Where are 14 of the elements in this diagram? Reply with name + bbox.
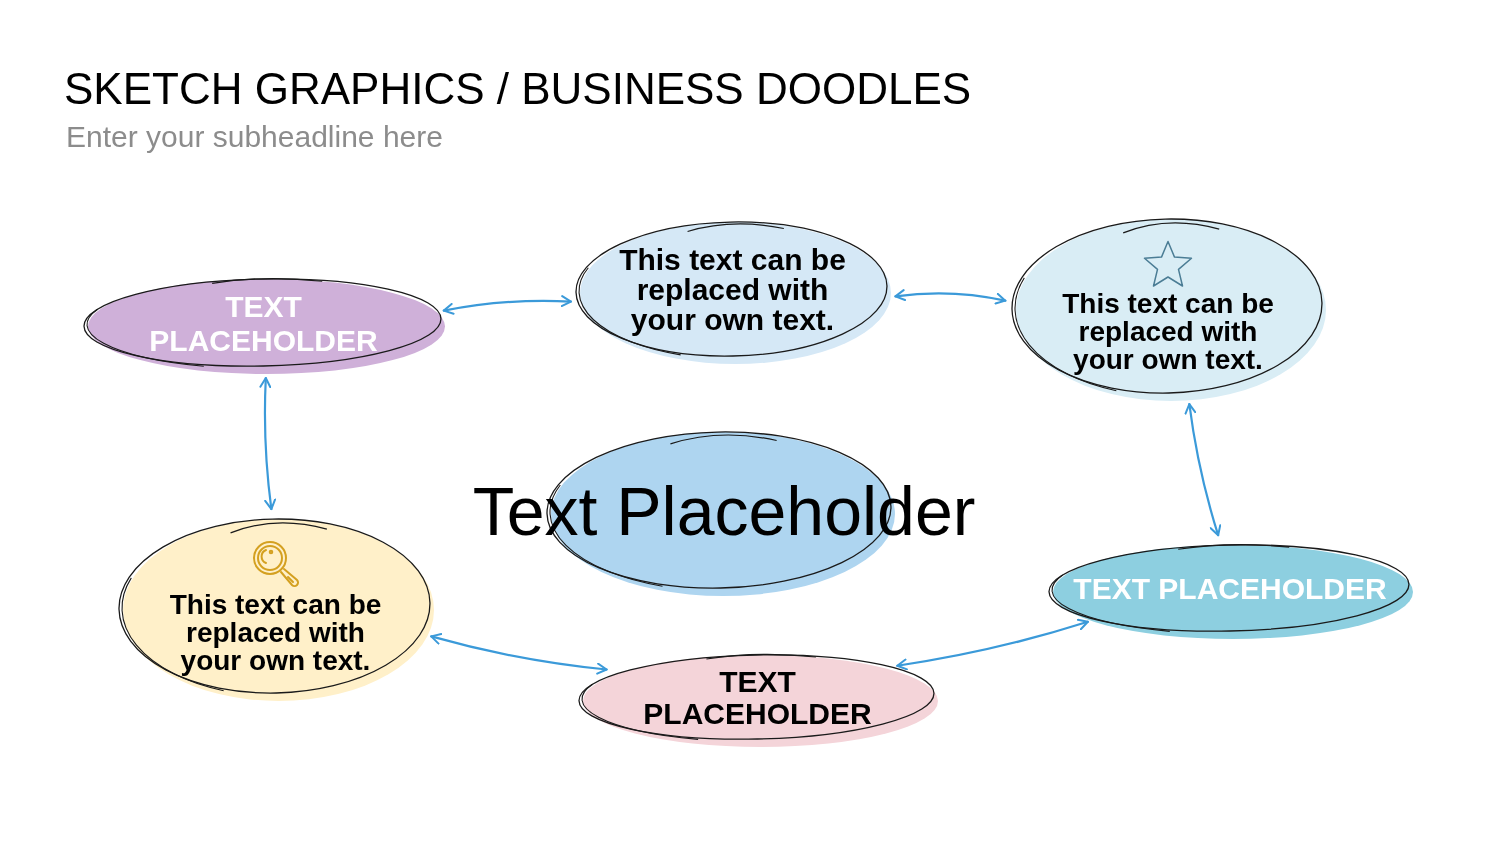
node-text: This text can be replaced with your own text.	[1061, 290, 1275, 374]
subtitle: Enter your subheadline here	[66, 122, 443, 152]
double-headed-arrow	[430, 632, 608, 675]
node-text: TEXT PLACEHOLDER	[1073, 572, 1387, 606]
double-headed-arrow	[442, 295, 572, 315]
double-headed-arrow	[896, 618, 1089, 671]
double-headed-arrow	[1184, 403, 1222, 537]
slide-title: SKETCH GRAPHICS / BUSINESS DOODLES	[64, 67, 972, 111]
double-headed-arrow	[259, 376, 277, 511]
node-text: This text can be replaced with your own text.	[168, 591, 383, 675]
node-text: TEXT PLACEHOLDER	[148, 289, 379, 358]
double-headed-arrow	[894, 289, 1007, 305]
node-text: TEXT PLACEHOLDER	[642, 666, 873, 730]
node-text: This text can be replaced with your own text.	[618, 245, 847, 335]
